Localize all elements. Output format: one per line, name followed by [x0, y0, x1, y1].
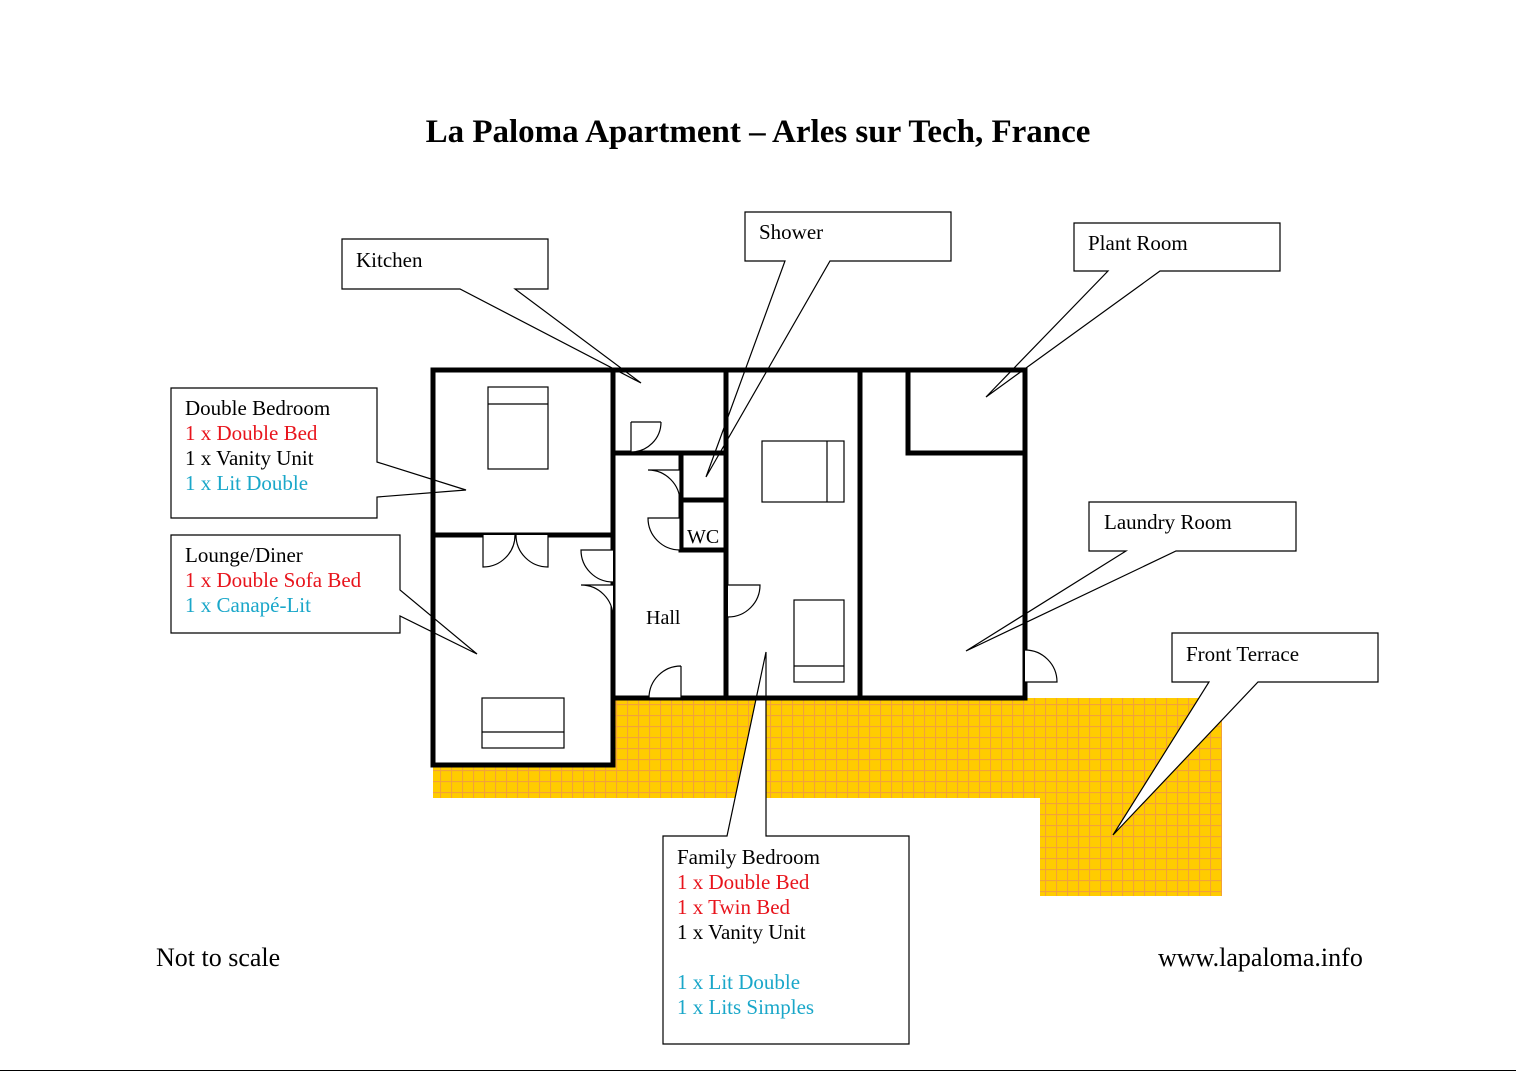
double-bed-icon	[487, 386, 549, 470]
family-bedroom-spacer	[677, 945, 820, 970]
kitchen-callout-shape	[341, 238, 642, 384]
front-terrace-area	[433, 698, 1222, 896]
double-bedroom-callout-shape	[170, 387, 467, 519]
sofa-bed-icon	[481, 697, 565, 749]
laundry-room-label: Laundry Room	[1104, 510, 1232, 534]
shower-label: Shower	[759, 220, 824, 244]
lounge-diner-callout: Lounge/Diner 1 x Double Sofa Bed 1 x Can…	[185, 543, 361, 618]
family-bedroom-item: 1 x Double Bed	[677, 870, 810, 894]
wc-label: WC	[687, 526, 720, 548]
family-bedroom-title: Family Bedroom	[677, 845, 820, 869]
doors	[482, 421, 1058, 699]
plant-room-callout: Plant Room	[1088, 231, 1188, 256]
scale-note: Not to scale	[156, 943, 281, 972]
family-double-bed-icon	[761, 440, 845, 503]
family-bedroom-callout: Family Bedroom 1 x Double Bed 1 x Twin B…	[677, 845, 820, 1020]
kitchen-callout: Kitchen	[356, 248, 422, 273]
family-bedroom-item: 1 x Vanity Unit	[677, 920, 806, 944]
lounge-diner-callout-shape	[170, 534, 478, 655]
page-title: La Paloma Apartment – Arles sur Tech, Fr…	[425, 114, 1091, 150]
page-bottom-rule	[0, 1070, 1516, 1071]
family-bedroom-item: 1 x Lit Double	[677, 970, 801, 994]
double-bedroom-item: 1 x Double Bed	[185, 421, 318, 445]
laundry-room-callout: Laundry Room	[1104, 510, 1232, 535]
double-bedroom-title: Double Bedroom	[185, 396, 331, 420]
furniture	[481, 386, 845, 749]
lounge-diner-item: 1 x Double Sofa Bed	[185, 568, 362, 592]
front-terrace-callout-shape	[1112, 632, 1379, 836]
front-terrace-callout: Front Terrace	[1186, 642, 1299, 667]
family-bedroom-item: 1 x Twin Bed	[677, 895, 791, 919]
kitchen-label: Kitchen	[356, 248, 423, 272]
family-bedroom-item: 1 x Lits Simples	[677, 995, 815, 1019]
lounge-diner-item: 1 x Canapé-Lit	[185, 593, 311, 617]
double-bedroom-callout: Double Bedroom 1 x Double Bed 1 x Vanity…	[185, 396, 330, 496]
front-terrace-label: Front Terrace	[1186, 642, 1300, 666]
plant-room-label: Plant Room	[1088, 231, 1188, 255]
double-bedroom-item: 1 x Vanity Unit	[185, 446, 314, 470]
twin-bed-icon	[793, 599, 845, 683]
laundry-room-callout-shape	[965, 501, 1297, 652]
lounge-diner-title: Lounge/Diner	[185, 543, 303, 567]
double-bedroom-item: 1 x Lit Double	[185, 471, 309, 495]
family-bedroom-callout-shape	[662, 651, 910, 1045]
hall-label: Hall	[646, 607, 681, 629]
website-link[interactable]: www.lapaloma.info	[1158, 943, 1363, 972]
shower-callout: Shower	[759, 220, 823, 245]
plant-room-callout-shape	[985, 222, 1281, 398]
